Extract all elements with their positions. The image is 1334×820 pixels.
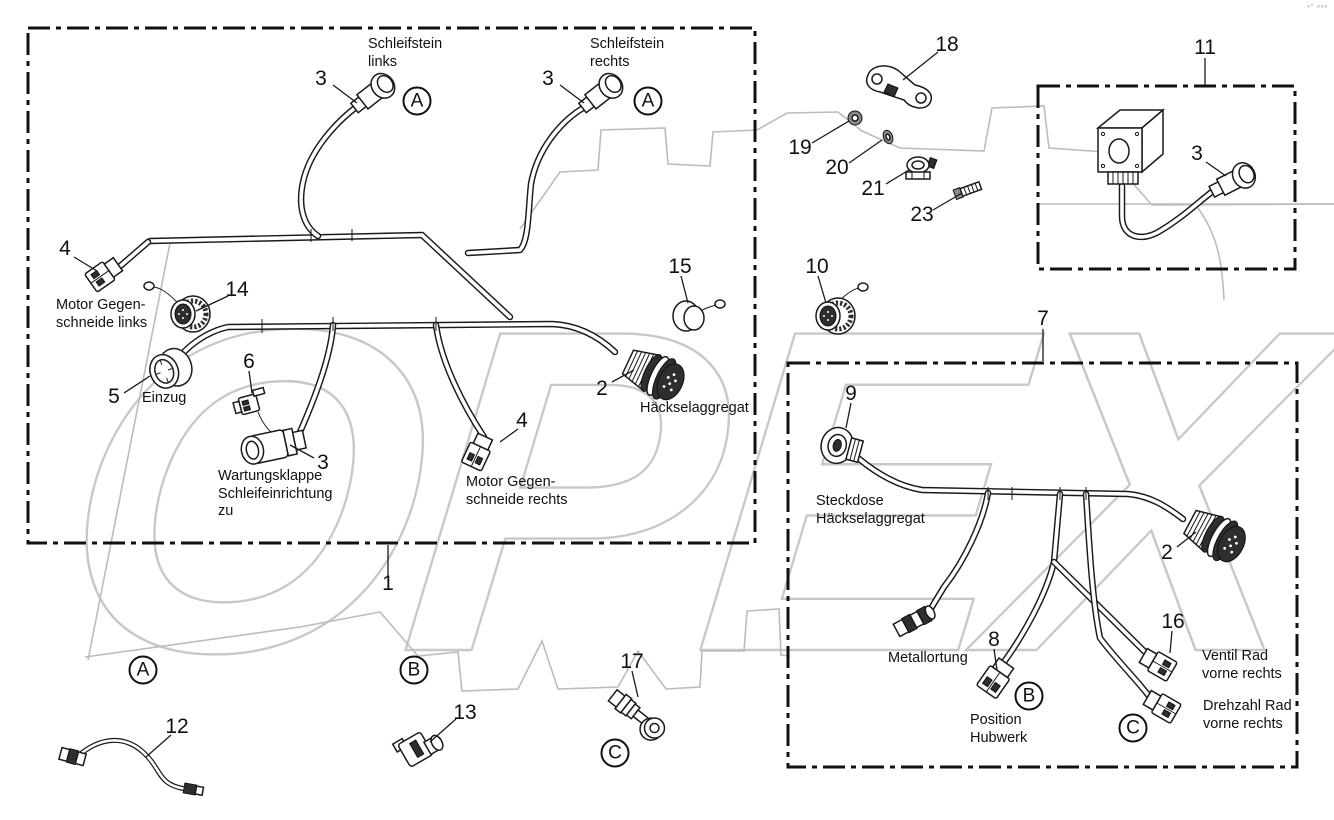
connector-schleifstein-links (349, 72, 396, 114)
callout-19: 19 (788, 136, 812, 159)
harness-cables (78, 108, 1213, 789)
caption-hubwerk: Position Hubwerk (970, 712, 1028, 746)
callout-5: 5 (108, 385, 120, 408)
watermark-swoosh (1038, 203, 1334, 301)
callout-9: 9 (845, 382, 857, 405)
plug-10 (815, 282, 869, 335)
connector-hubwerk-8 (976, 657, 1015, 699)
cap-14 (143, 281, 211, 333)
connector-schleifstein-rechts (577, 72, 624, 114)
callout-1: 1 (382, 572, 394, 595)
caption-steckdose: Steckdose Häckselaggregat (816, 493, 925, 527)
ring-c-legend: C (600, 738, 630, 768)
callout-16: 16 (1161, 610, 1185, 633)
connector-sensor-3 (1208, 162, 1257, 199)
callout-schleifstein-rechts: 3 (542, 67, 554, 90)
callout-2-main: 2 (596, 377, 608, 400)
connector-13 (391, 732, 444, 767)
connector-motor-rechts-4 (461, 432, 494, 472)
corner-mark: ₓ▫ ₒₒₒ (1307, 2, 1328, 9)
ring-b-hubwerk: B (1014, 681, 1044, 711)
connectors (58, 65, 1257, 797)
caption-wartung: Wartungsklappe Schleifeinrichtung zu (218, 468, 333, 520)
sensor-11 (1095, 108, 1166, 185)
connector-drehzahl (1142, 689, 1182, 724)
ring-c-drehzahl: C (1118, 713, 1148, 743)
callout-18: 18 (935, 33, 959, 56)
caption-motor-rechts: Motor Gegen- schneide rechts (466, 474, 568, 508)
caption-drehzahl: Drehzahl Rad vorne rechts (1203, 698, 1292, 732)
callout-11: 11 (1194, 36, 1216, 59)
callout-23: 23 (910, 203, 934, 226)
callout-14: 14 (225, 278, 249, 301)
connector-haecksel-2-main (621, 349, 685, 401)
caption-einzug: Einzug (142, 390, 187, 406)
callout-6: 6 (243, 350, 255, 373)
callout-10: 10 (805, 255, 829, 278)
watermark-slant (87, 242, 171, 661)
callout-21: 21 (861, 177, 885, 200)
ring-a-schleifstein-links: A (402, 86, 432, 116)
callout-12: 12 (165, 715, 189, 738)
leader-lines (73, 51, 1227, 758)
caption-haecksel: Häckselaggregat (640, 400, 749, 416)
connector-ventil-16 (1138, 647, 1178, 682)
callout-7: 7 (1037, 307, 1049, 330)
nut-19 (847, 110, 863, 126)
callout-8: 8 (988, 628, 1000, 651)
ring-b-legend: B (399, 655, 429, 685)
callout-schleifstein-links: 3 (315, 67, 327, 90)
connector-motor-links-4 (84, 256, 124, 293)
washer-20 (882, 129, 894, 145)
caption-motor-links: Motor Gegen- schneide links (56, 297, 148, 331)
caption-schleifstein-rechts: Schleifstein rechts (590, 36, 665, 70)
callout-sensor-3: 3 (1191, 142, 1203, 165)
callout-15: 15 (668, 255, 692, 278)
connector-einzug-5 (149, 347, 193, 389)
callout-motor-rechts-4: 4 (516, 409, 528, 432)
callout-17: 17 (620, 650, 644, 673)
ring-a-legend: A (128, 655, 158, 685)
bracket-18 (865, 65, 933, 109)
connector-wartung-3 (240, 427, 308, 465)
screw-23 (952, 180, 983, 201)
assembly-boxes (26, 26, 1299, 769)
callout-motor-links-4: 4 (59, 237, 71, 260)
callout-wartung-3: 3 (317, 451, 329, 474)
cap-15 (672, 299, 726, 332)
cable-junction-ticks (261, 229, 1087, 500)
connector-6 (232, 386, 284, 442)
assembly-box-11 (1036, 84, 1297, 271)
callout-13: 13 (453, 701, 477, 724)
caption-ventil: Ventil Rad vorne rechts (1202, 648, 1282, 682)
assembly-box-7 (786, 361, 1299, 769)
caption-metallortung: Metallortung (888, 650, 968, 666)
callout-20: 20 (825, 156, 849, 179)
callout-2-right: 2 (1161, 541, 1173, 564)
cable-12 (58, 746, 205, 797)
clamp-21 (905, 156, 938, 180)
connector-steckdose-9 (820, 426, 865, 465)
watermark-gear-top (519, 105, 1334, 230)
connector-haecksel-2-right (1182, 509, 1246, 563)
sensor-17 (607, 688, 666, 741)
connector-metallortung (892, 605, 936, 638)
ring-a-schleifstein-rechts: A (633, 86, 663, 116)
caption-schleifstein-links: Schleifstein links (368, 36, 443, 70)
assembly-box-1 (26, 26, 757, 545)
